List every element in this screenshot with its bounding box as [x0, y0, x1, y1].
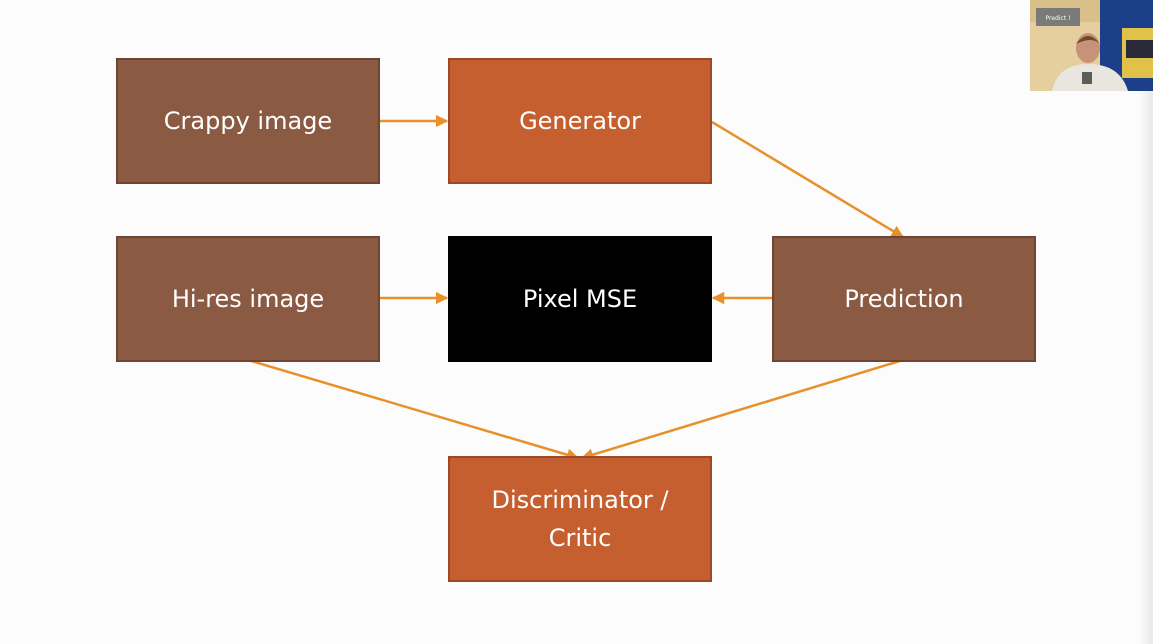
speaker-video-frame: Predict ! [1030, 0, 1153, 91]
slide-edge-shadow [1139, 0, 1153, 644]
node-pixel-mse: Pixel MSE [448, 236, 712, 362]
webcam-sign-text: Predict ! [1046, 15, 1071, 22]
speaker-webcam-overlay: Predict ! [1030, 0, 1153, 91]
node-prediction-label: Prediction [844, 285, 964, 313]
node-prediction: Prediction [772, 236, 1036, 362]
node-hires-image: Hi-res image [116, 236, 380, 362]
node-generator-label: Generator [519, 107, 641, 135]
node-discriminator-label-line2: Critic [548, 524, 612, 552]
node-crappy-image: Crappy image [116, 58, 380, 184]
arrow-hires-to-discriminator [247, 358, 580, 461]
webcam-sign [1036, 8, 1080, 26]
node-crappy-image-label: Crappy image [163, 107, 333, 135]
node-discriminator: Discriminator / Critic [448, 456, 712, 582]
node-pixel-mse-label: Pixel MSE [522, 285, 638, 313]
arrow-prediction-to-discriminator [580, 358, 904, 461]
arrow-generator-to-prediction [711, 120, 905, 239]
node-discriminator-label-line1: Discriminator / [491, 486, 669, 514]
node-generator: Generator [448, 58, 712, 184]
node-hires-image-label: Hi-res image [171, 285, 325, 313]
